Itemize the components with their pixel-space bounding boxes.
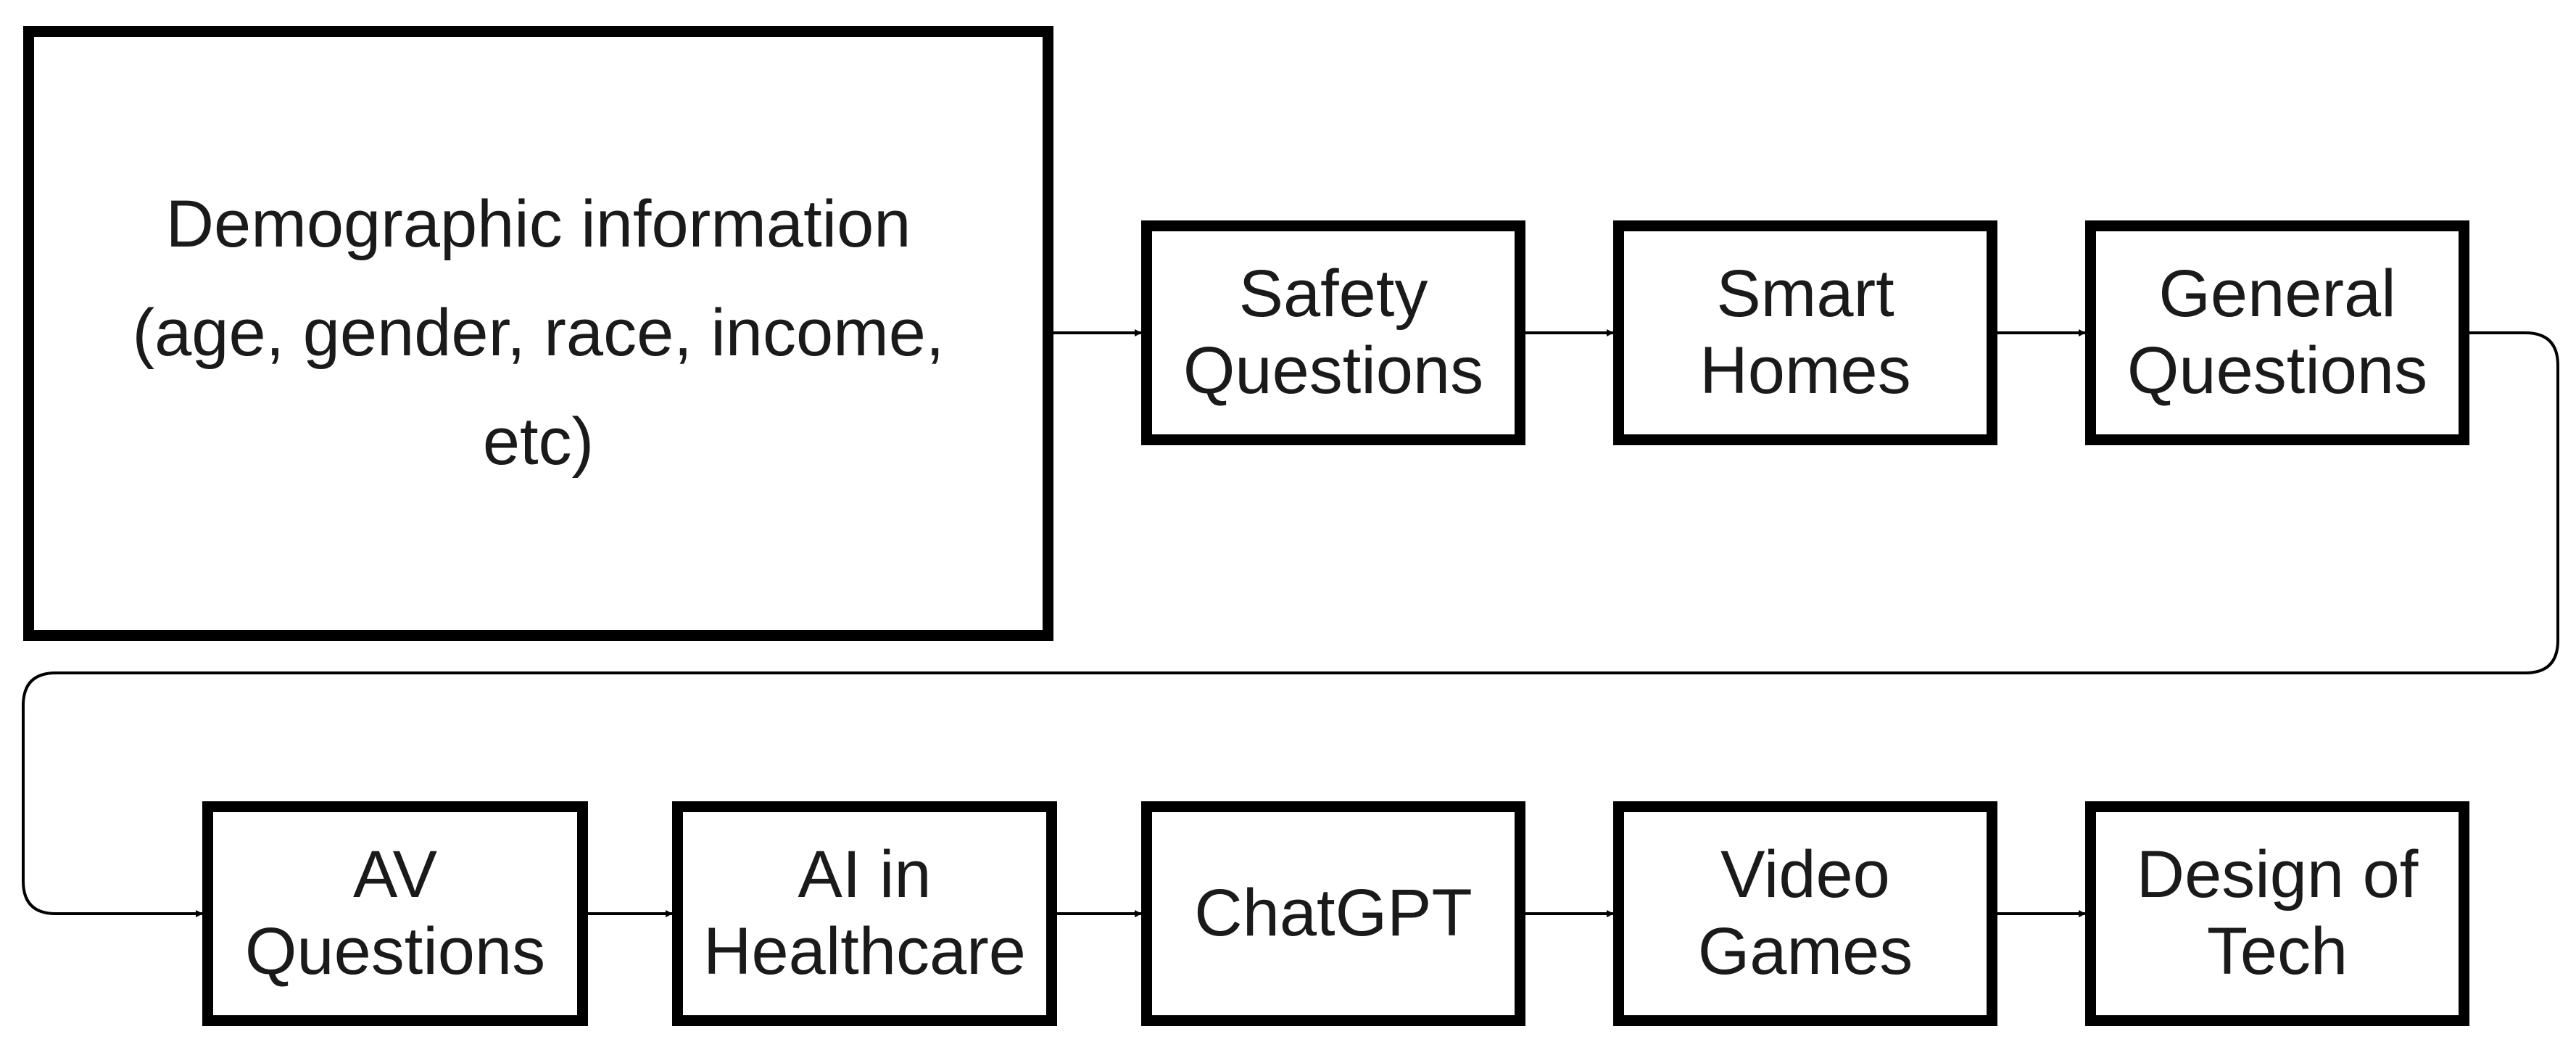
- node-general-questions: General Questions: [2085, 220, 2469, 445]
- node-label: Video Games: [1697, 838, 1913, 988]
- node-label: Smart Homes: [1699, 257, 1911, 408]
- node-ai-in-healthcare: AI in Healthcare: [672, 801, 1057, 1026]
- node-label: AV Questions: [244, 838, 546, 988]
- node-label: Safety Questions: [1183, 257, 1484, 408]
- node-safety-questions: Safety Questions: [1141, 220, 1525, 445]
- node-design-of-tech: Design of Tech: [2085, 801, 2469, 1026]
- node-label: Design of Tech: [2136, 838, 2419, 988]
- node-chatgpt: ChatGPT: [1141, 801, 1525, 1026]
- node-label: General Questions: [2126, 257, 2428, 408]
- node-label: ChatGPT: [1194, 876, 1473, 951]
- arrow-general-to-av: [22, 331, 2559, 917]
- node-label: AI in Healthcare: [703, 838, 1026, 988]
- node-video-games: Video Games: [1613, 801, 1997, 1026]
- node-demographic-information: Demographic information (age, gender, ra…: [23, 26, 1053, 641]
- node-label: Demographic information (age, gender, ra…: [132, 187, 945, 479]
- node-smart-homes: Smart Homes: [1613, 220, 1997, 445]
- node-av-questions: AV Questions: [202, 801, 588, 1026]
